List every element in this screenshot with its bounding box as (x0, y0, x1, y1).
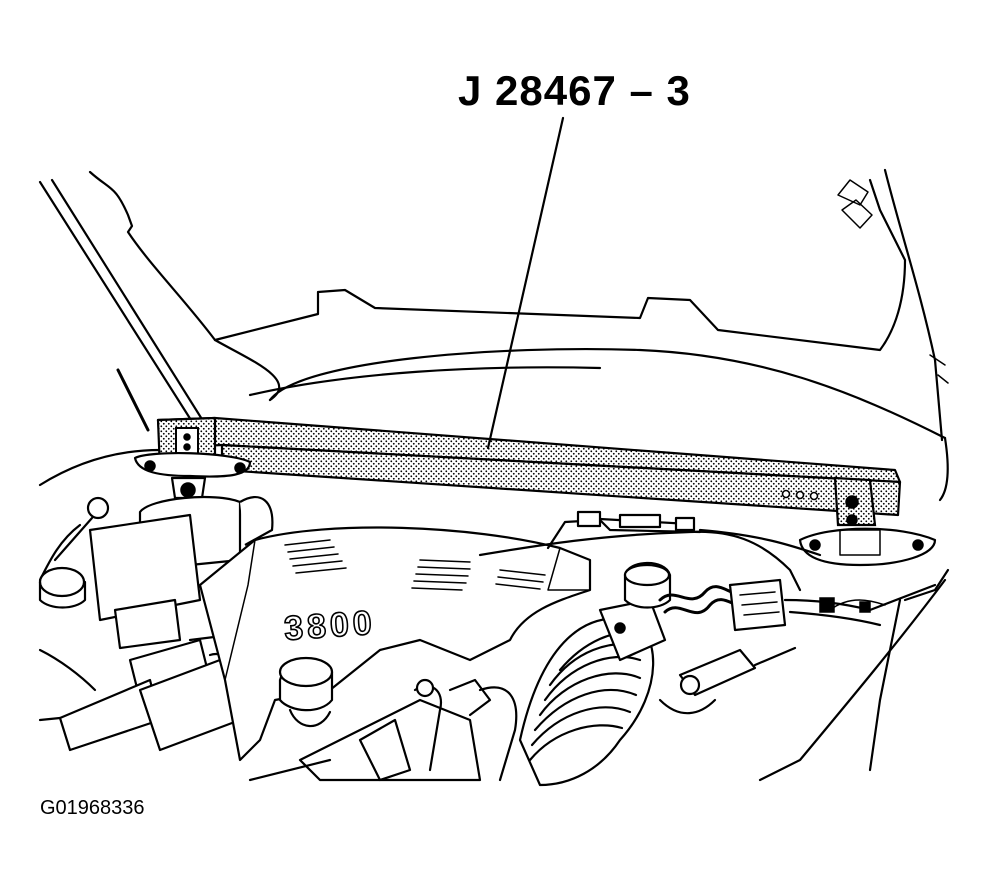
hood-strut (38, 178, 217, 452)
strut-mount-left (133, 452, 252, 509)
figure-id: G01968336 (40, 797, 145, 819)
hood (88, 168, 949, 442)
right-components (623, 561, 950, 715)
callout-leader-line (486, 116, 565, 450)
wiring-harness (478, 510, 822, 592)
intake-area (248, 678, 518, 782)
engine-cover: 3800 (198, 526, 592, 762)
strut-mount-right (798, 527, 937, 567)
engine-cover-label: 3800 (283, 604, 377, 648)
air-intake-duct (518, 598, 667, 787)
oil-filler-cap (278, 656, 334, 728)
tool-number-callout: J 28467 – 3 (458, 67, 691, 114)
left-components (38, 495, 274, 752)
